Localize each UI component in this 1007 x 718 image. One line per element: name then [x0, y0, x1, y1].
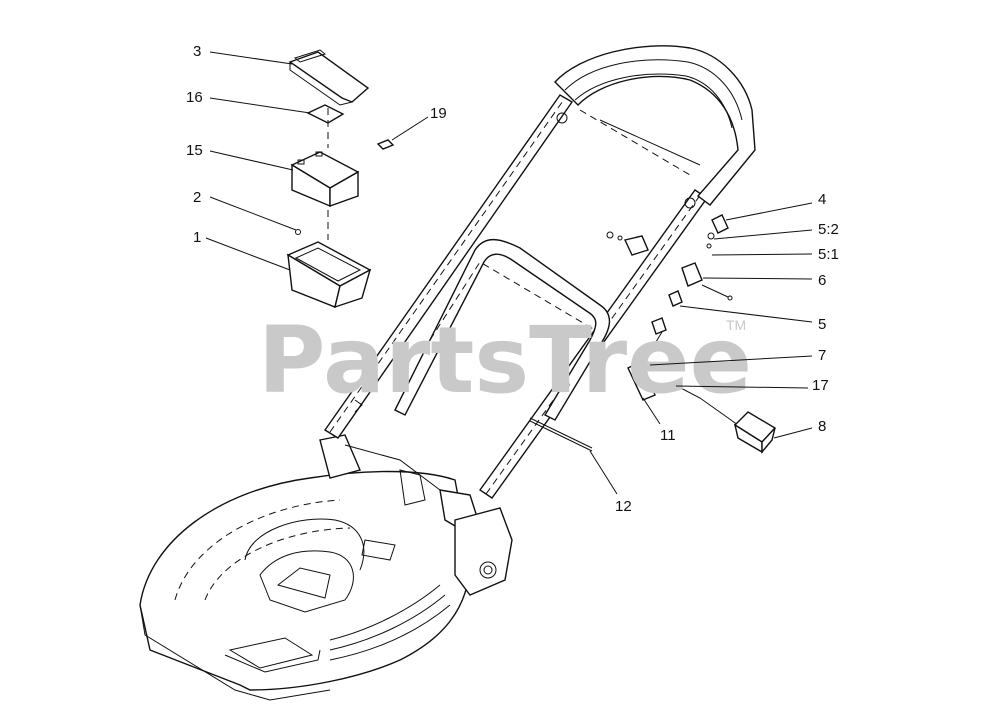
callout-5-1: 5:1 — [818, 246, 839, 263]
callout-3: 3 — [193, 43, 201, 60]
callout-8: 8 — [818, 418, 826, 435]
callout-1: 1 — [193, 229, 201, 246]
handle-knob — [606, 231, 649, 256]
leader-lines — [205, 51, 813, 495]
key-switch — [706, 214, 729, 249]
callout-16: 16 — [186, 89, 203, 106]
callout-2: 2 — [193, 189, 201, 206]
callout-6: 6 — [818, 272, 826, 289]
battery — [290, 151, 360, 208]
trademark-symbol: TM — [726, 317, 746, 333]
battery-pad — [306, 104, 345, 124]
wire-connector — [651, 290, 683, 335]
charger — [733, 411, 777, 454]
callout-5: 5 — [818, 316, 826, 333]
rear-housing — [319, 434, 513, 596]
switch-housing — [681, 262, 733, 301]
callout-12: 12 — [615, 498, 632, 515]
callout-19: 19 — [430, 105, 447, 122]
battery-screw — [295, 229, 301, 235]
mower-deck — [139, 470, 471, 701]
battery-box — [286, 241, 372, 309]
charger-lead — [674, 384, 739, 426]
callout-11: 11 — [660, 427, 676, 444]
watermark-text: PartsTree — [258, 307, 752, 414]
callout-17: 17 — [812, 377, 829, 394]
connector-clip — [376, 139, 395, 150]
cable-tie — [529, 417, 593, 452]
callout-15: 15 — [186, 142, 203, 159]
wire-harness — [627, 331, 663, 401]
callout-5-2: 5:2 — [818, 221, 839, 238]
battery-cover — [288, 49, 370, 106]
callout-7: 7 — [818, 347, 826, 364]
callout-4: 4 — [818, 191, 826, 208]
